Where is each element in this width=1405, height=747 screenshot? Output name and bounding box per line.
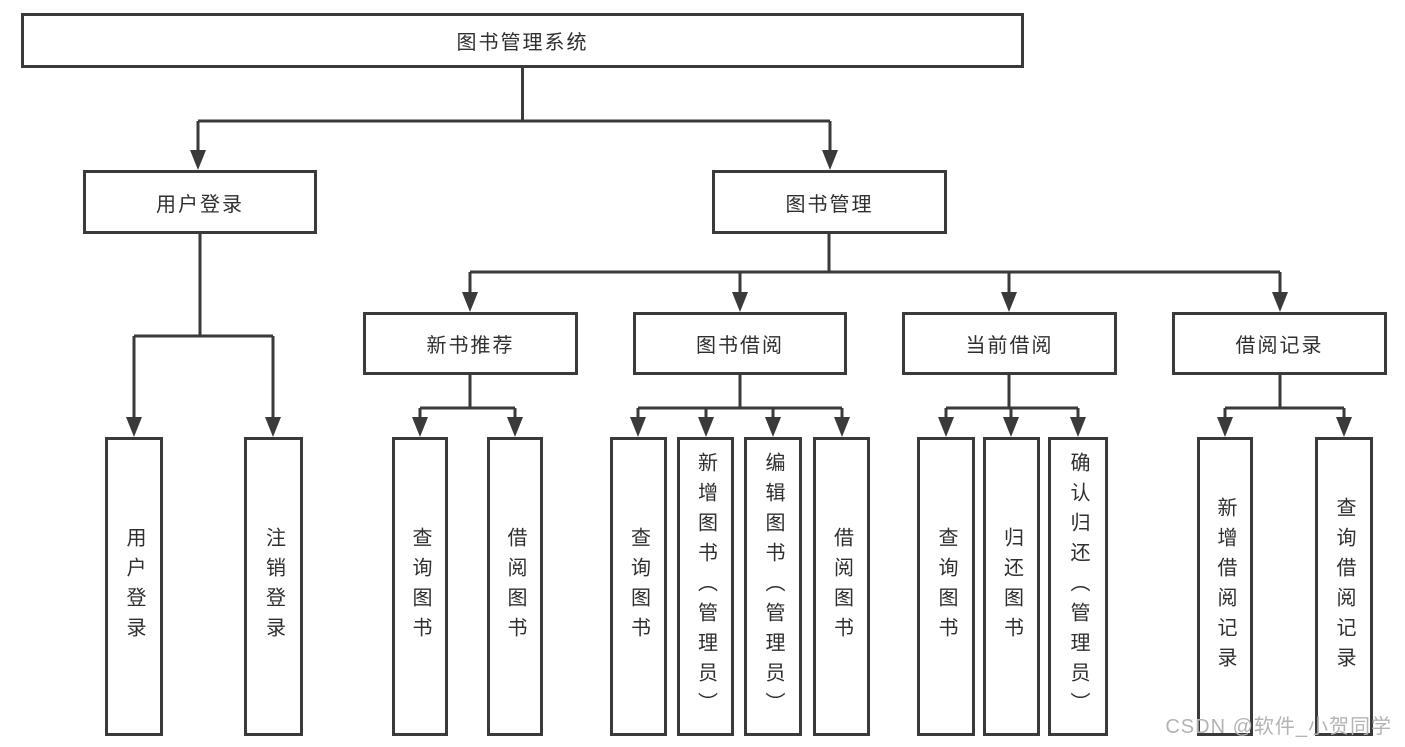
node-label: 查询借阅记录 <box>1333 496 1355 677</box>
node-user-login: 用户登录 <box>83 170 317 234</box>
node-label: 当前借阅 <box>965 335 1054 357</box>
node-label: 借阅图书 <box>830 526 853 647</box>
node-label: 借阅记录 <box>1235 335 1324 357</box>
leaf-edit-books-admin: 编辑图书（管理员） <box>744 437 802 736</box>
leaf-borrow-books: 借阅图书 <box>813 437 870 736</box>
node-label: 查询图书 <box>935 526 957 647</box>
leaf-add-books-admin: 新增图书（管理员） <box>677 437 734 736</box>
node-label: 归还图书 <box>1000 526 1023 647</box>
node-label: 图书管理系统 <box>456 32 589 54</box>
node-label: 编辑图书（管理员） <box>762 451 784 722</box>
leaf-query-books-recommend: 查询图书 <box>392 437 448 736</box>
leaf-query-borrow-record: 查询借阅记录 <box>1315 437 1373 736</box>
leaf-add-borrow-record: 新增借阅记录 <box>1197 437 1253 736</box>
leaf-return-books: 归还图书 <box>983 437 1040 736</box>
node-label: 用户登录 <box>156 193 244 216</box>
node-label: 查询图书 <box>409 526 431 647</box>
node-new-book-recommendation: 新书推荐 <box>363 312 578 375</box>
node-label: 注销登录 <box>262 526 285 647</box>
leaf-user-login: 用户登录 <box>105 437 163 736</box>
leaf-logout: 注销登录 <box>244 437 303 736</box>
leaf-confirm-return-admin: 确认归还（管理员） <box>1048 437 1108 736</box>
node-label: 新增图书（管理员） <box>694 451 717 722</box>
node-book-management: 图书管理 <box>712 170 947 234</box>
node-label: 图书借阅 <box>696 335 784 357</box>
csdn-watermark: CSDN @软件_小贺同学 <box>1165 716 1392 738</box>
node-label: 借阅图书 <box>504 526 526 647</box>
node-current-borrowing: 当前借阅 <box>902 312 1117 375</box>
leaf-query-books-borrow: 查询图书 <box>610 437 667 736</box>
node-label: 查询图书 <box>627 526 650 647</box>
node-borrowing-records: 借阅记录 <box>1172 312 1387 375</box>
node-label: 确认归还（管理员） <box>1067 451 1089 722</box>
node-library-management-system: 图书管理系统 <box>21 13 1024 68</box>
node-label: 新书推荐 <box>426 335 515 357</box>
node-label: 用户登录 <box>123 526 145 647</box>
leaf-query-books-current: 查询图书 <box>917 437 975 736</box>
node-label: 新增借阅记录 <box>1214 496 1236 677</box>
node-book-borrowing: 图书借阅 <box>633 312 847 375</box>
node-label: 图书管理 <box>785 193 874 216</box>
arrowheads <box>126 150 1352 437</box>
leaf-borrow-books-recommend: 借阅图书 <box>487 437 543 736</box>
